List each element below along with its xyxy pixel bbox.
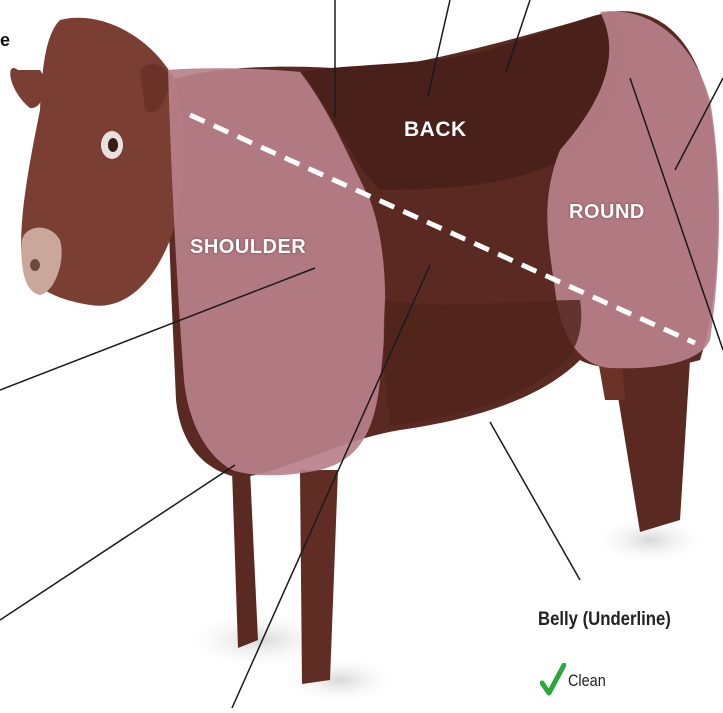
round-label: ROUND [569, 201, 645, 224]
back-label: BACK [404, 118, 467, 142]
pointer-line [0, 465, 235, 620]
pointer-line [490, 422, 580, 580]
cow-eye-pupil [108, 138, 118, 152]
checklist-item-label: Clean [568, 671, 606, 691]
belly-underline-heading: Belly (Underline) [538, 609, 671, 631]
cow-nostril [30, 259, 40, 271]
cropped-label-fragment: e [0, 30, 10, 51]
cow-ear [10, 68, 44, 108]
shoulder-label: SHOULDER [190, 236, 306, 259]
checkmark-icon [540, 663, 566, 697]
ground-shadow [280, 655, 400, 705]
